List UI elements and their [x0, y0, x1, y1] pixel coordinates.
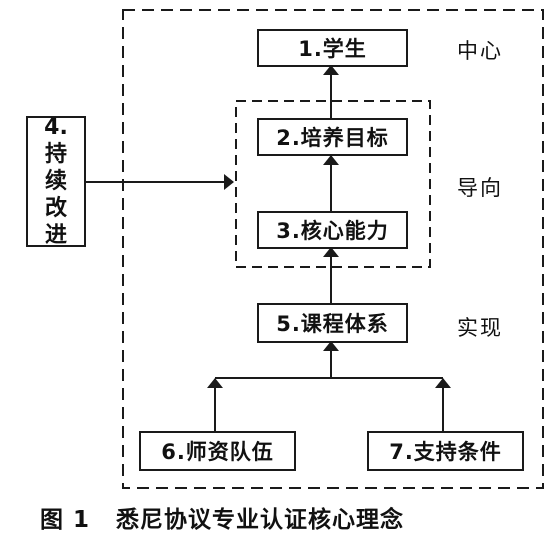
figure-caption: 图 1 悉尼协议专业认证核心理念 — [40, 500, 404, 534]
node-4-char-4: 改 — [44, 196, 67, 221]
node-7-support-conditions: 7.支持条件 — [367, 431, 524, 471]
figure-number: 图 1 — [40, 507, 91, 533]
guide-dashed-group — [235, 100, 431, 268]
node-2-training-goals: 2.培养目标 — [257, 118, 408, 156]
node-4-char-1: 4. — [44, 115, 68, 140]
node-4-char-2: 持 — [44, 142, 67, 167]
node-6-faculty: 6.师资队伍 — [139, 431, 296, 471]
side-label-realize: 实现 — [457, 316, 503, 340]
node-3-label: 3.核心能力 — [276, 219, 389, 243]
side-label-center: 中心 — [457, 39, 503, 63]
outer-dashed-frame — [122, 9, 544, 489]
node-6-label: 6.师资队伍 — [161, 440, 274, 464]
node-1-student: 1.学生 — [257, 29, 408, 67]
node-4-char-3: 续 — [44, 169, 67, 194]
side-label-guide: 导向 — [457, 176, 503, 200]
node-4-continuous-improvement: 4. 持 续 改 进 — [26, 115, 86, 248]
node-4-char-5: 进 — [44, 223, 67, 248]
figure-title: 悉尼协议专业认证核心理念 — [116, 507, 405, 533]
node-3-core-competencies: 3.核心能力 — [257, 211, 408, 249]
node-5-label: 5.课程体系 — [276, 312, 389, 336]
node-2-label: 2.培养目标 — [276, 126, 389, 150]
node-5-curriculum-system: 5.课程体系 — [257, 303, 408, 343]
node-1-label: 1.学生 — [298, 37, 367, 61]
node-7-label: 7.支持条件 — [389, 440, 502, 464]
